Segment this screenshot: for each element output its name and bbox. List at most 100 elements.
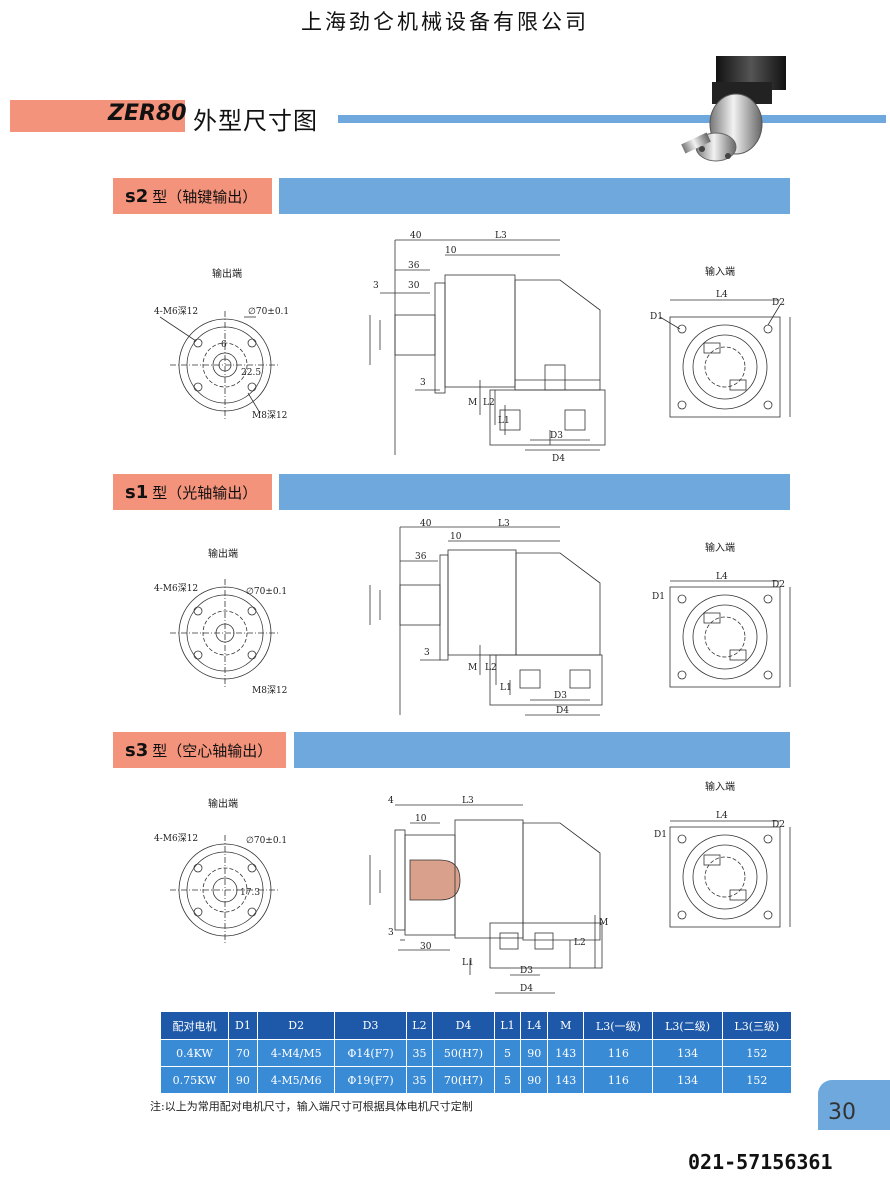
table-cell: 134 — [652, 1066, 723, 1094]
dim-l1: L1 — [498, 416, 510, 426]
table-cell: Φ14(F7) — [334, 1039, 407, 1067]
table-cell: 90 — [227, 1066, 258, 1094]
drawing-s2: 输出端 输入端 4-M6深12 ∅70±0.1 M8深12 6 22.5 40 … — [154, 231, 791, 464]
drawing-s1: 输出端 输入端 4-M6深12 ∅70±0.1 M8深12 40 L3 10 3… — [154, 519, 791, 716]
col-header: 配对电机 — [160, 1011, 229, 1040]
section-s2-label: s2 型（轴键输出） — [113, 178, 272, 214]
table-cell: 143 — [547, 1066, 585, 1094]
table-cell: 35 — [405, 1039, 434, 1067]
output-end-label: 输出端 — [208, 797, 238, 810]
dim-d3: D3 — [554, 691, 567, 701]
dim-d2: D2 — [772, 820, 785, 830]
dim-d1: D1 — [650, 312, 663, 322]
dim-pcd: ∅70±0.1 — [246, 587, 287, 597]
dim-d2: D2 — [772, 298, 785, 308]
table-cell: 134 — [652, 1039, 723, 1067]
col-header: M — [547, 1011, 585, 1040]
section-code: s3 — [125, 739, 149, 761]
dim-30: 30 — [408, 281, 420, 291]
table-cell: 70(H7) — [432, 1066, 495, 1094]
input-end-label: 输入端 — [705, 780, 735, 793]
dim-m8: M8深12 — [252, 685, 287, 696]
dim-d4: D4 — [520, 984, 533, 994]
table-cell: Φ19(F7) — [334, 1066, 407, 1094]
table-cell: 143 — [547, 1039, 585, 1067]
dim-d1: D1 — [654, 830, 667, 840]
table-cell: 0.4KW — [160, 1039, 229, 1067]
dim-m8: M8深12 — [252, 410, 287, 421]
section-title: 型（光轴输出） — [152, 483, 258, 502]
dim-l3: L3 — [495, 231, 507, 241]
table-cell: 116 — [583, 1066, 654, 1094]
title-rule — [338, 115, 886, 123]
table-cell: 90 — [520, 1066, 549, 1094]
dim-10: 10 — [415, 814, 427, 824]
dim-l4: L4 — [716, 572, 728, 582]
dim-m6: 4-M6深12 — [154, 583, 198, 594]
dim-d2: D2 — [772, 580, 785, 590]
table-cell: 0.75KW — [160, 1066, 229, 1094]
dim-d3: D3 — [550, 431, 563, 441]
dim-40: 40 — [410, 231, 422, 241]
col-header: D3 — [334, 1011, 407, 1040]
col-header: D4 — [432, 1011, 495, 1040]
table-cell: 152 — [721, 1066, 793, 1094]
table-cell: 4-M5/M6 — [256, 1066, 336, 1094]
output-end-label: 输出端 — [212, 267, 242, 280]
phone-number: 021-57156361 — [688, 1150, 833, 1174]
section-s2-bar — [279, 178, 790, 214]
dim-4: 4 — [388, 796, 394, 806]
table-cell: 5 — [493, 1039, 522, 1067]
dim-l4: L4 — [716, 811, 728, 821]
table-header-row: 配对电机 D1 D2 D3 L2 D4 L1 L4 M L3(一级) L3(二级… — [160, 1011, 793, 1040]
dim-l2: L2 — [574, 938, 586, 948]
col-header: L3(二级) — [652, 1011, 723, 1040]
section-s1-bar — [279, 474, 790, 510]
spec-table: 配对电机 D1 D2 D3 L2 D4 L1 L4 M L3(一级) L3(二级… — [160, 1011, 793, 1094]
section-s3-label: s3 型（空心轴输出） — [113, 732, 286, 768]
dim-3-top: 3 — [373, 281, 379, 291]
input-end-label: 输入端 — [705, 265, 735, 278]
dim-l2: L2 — [483, 398, 495, 408]
section-title: 型（轴键输出） — [152, 187, 258, 206]
dim-30: 30 — [420, 942, 432, 952]
col-header: D2 — [256, 1011, 336, 1040]
input-end-label: 输入端 — [705, 541, 735, 554]
dim-l4: L4 — [716, 290, 728, 300]
company-name: 上海劲仑机械设备有限公司 — [301, 10, 589, 34]
dim-10: 10 — [445, 246, 457, 256]
dim-pcd: ∅70±0.1 — [248, 307, 289, 317]
table-cell: 152 — [721, 1039, 793, 1067]
dim-10: 10 — [450, 532, 462, 542]
col-header: L1 — [493, 1011, 522, 1040]
col-header: L2 — [405, 1011, 434, 1040]
section-title: 型（空心轴输出） — [152, 741, 273, 760]
table-cell: 116 — [583, 1039, 654, 1067]
table-cell: 50(H7) — [432, 1039, 495, 1067]
section-code: s1 — [125, 481, 149, 503]
page-number: 30 — [828, 1100, 856, 1125]
footnote: 注:以上为常用配对电机尺寸，输入端尺寸可根据具体电机尺寸定制 — [150, 1100, 473, 1113]
table-cell: 5 — [493, 1066, 522, 1094]
dim-36: 36 — [408, 261, 420, 271]
dim-l2: L2 — [485, 663, 497, 673]
dim-17-3: 17.3 — [240, 888, 260, 898]
section-code: s2 — [125, 185, 149, 207]
col-header: L3(一级) — [583, 1011, 654, 1040]
dim-d4: D4 — [556, 706, 569, 716]
dim-40: 40 — [420, 519, 432, 529]
model-name: ZER80 — [108, 101, 187, 126]
dim-3-bottom: 3 — [420, 378, 426, 388]
page-title: 外型尺寸图 — [193, 107, 318, 135]
dim-l1: L1 — [500, 683, 512, 693]
dim-m: M — [599, 918, 608, 928]
table-cell: 4-M4/M5 — [256, 1039, 336, 1067]
table-row: 0.75KW 90 4-M5/M6 Φ19(F7) 35 70(H7) 5 90… — [160, 1066, 793, 1094]
section-s3-bar — [294, 732, 790, 768]
dim-d4: D4 — [552, 454, 565, 464]
dim-d3: D3 — [520, 966, 533, 976]
dim-m: M — [468, 663, 477, 673]
dim-6: 6 — [221, 340, 227, 350]
drawing-s3: 输出端 输入端 4-M6深12 ∅70±0.1 17.3 4 L3 10 3 3… — [154, 780, 791, 994]
dim-3: 3 — [424, 648, 430, 658]
